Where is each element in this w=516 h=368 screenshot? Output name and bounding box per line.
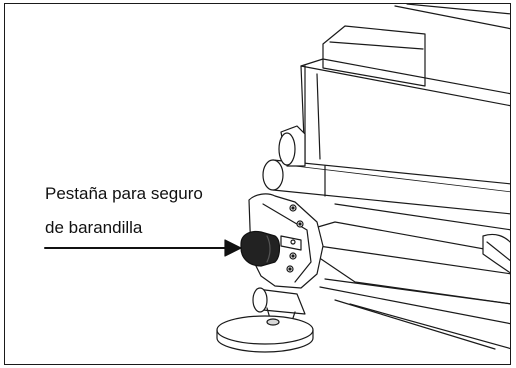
tube-rail [262,159,510,215]
diagram-frame: Pestaña para seguro de barandilla [4,3,511,365]
right-bracket [482,233,510,274]
callout-label-line-2: de barandilla [45,218,143,237]
bed-rail-illustration [44,4,510,353]
callout-arrow [44,239,242,257]
upper-panel-edge [322,4,510,87]
lower-frame [286,221,510,350]
callout-label-line-1: Pestaña para seguro [45,184,203,203]
rail-lock-tab [240,230,281,267]
caster-disc [216,315,314,353]
upper-cylinder [278,125,306,167]
caster-leg [252,287,306,325]
